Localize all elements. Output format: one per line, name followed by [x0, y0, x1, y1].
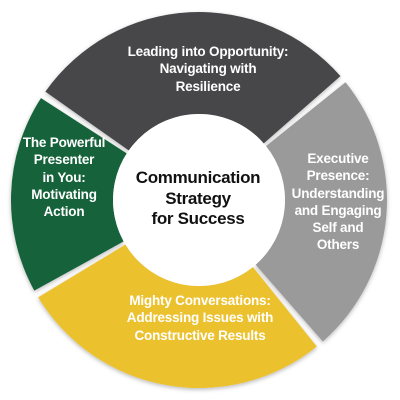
- segment-label-mighty-conversations: Mighty Conversations: Addressing Issues …: [126, 293, 274, 343]
- segment-label-powerful-presenter: The Powerful Presenter in You: Motivatin…: [22, 135, 106, 220]
- segment-mighty-conversations: [38, 244, 317, 389]
- center-title: Communication Strategy for Success: [135, 168, 261, 229]
- segment-label-executive-presence: Executive Presence: Understanding and En…: [291, 151, 385, 253]
- segment-executive-presence: [255, 82, 387, 342]
- segment-powerful-presenter: [10, 98, 127, 291]
- segment-leading-opportunity: [45, 12, 341, 151]
- center-circle: [113, 114, 285, 286]
- segment-label-leading-opportunity: Leading into Opportunity: Navigating wit…: [127, 44, 289, 94]
